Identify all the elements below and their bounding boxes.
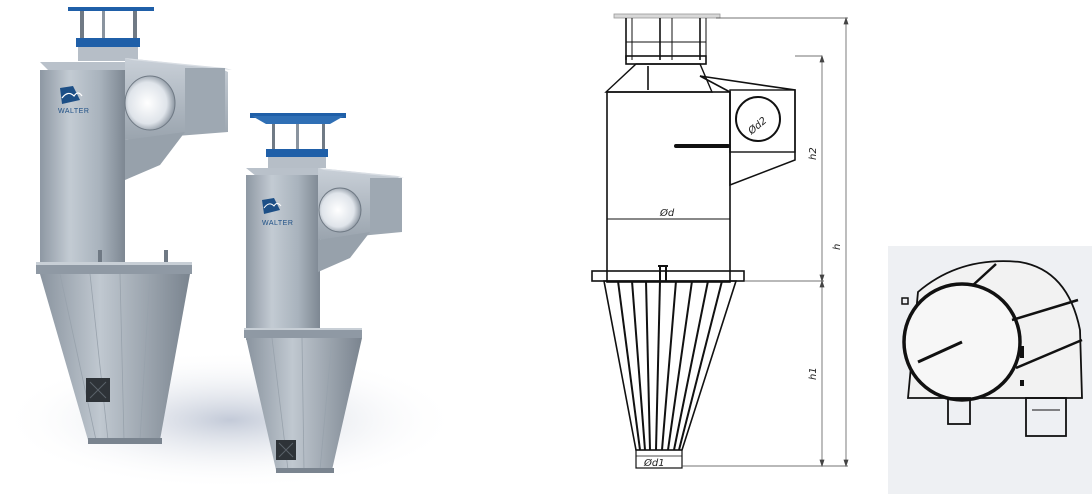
outlet-diameter-label: Ød1	[643, 457, 665, 469]
foot-right	[1025, 397, 1067, 437]
product-photo: WALTER	[0, 7, 460, 490]
cylinder-body	[606, 91, 731, 283]
flange	[591, 270, 745, 282]
cap-plate	[68, 7, 154, 11]
upper-height-label: h2	[808, 147, 819, 160]
walter-logo: WALTER	[262, 198, 293, 227]
top-flange	[76, 38, 140, 47]
inlet-opening	[318, 187, 362, 233]
cylinder-body	[246, 175, 320, 340]
cone-height-label: h1	[808, 367, 819, 380]
inlet-opening	[124, 75, 176, 131]
outlet	[635, 449, 683, 469]
small-cyclone: WALTER	[244, 113, 404, 473]
brand-text: WALTER	[58, 108, 89, 115]
top-view	[888, 246, 1092, 494]
brand-text: WALTER	[262, 220, 293, 227]
inlet-circle	[735, 96, 781, 142]
cap-plate	[250, 113, 346, 118]
technical-drawing: Ød2 Ød Ød1	[591, 13, 849, 469]
cylinder-body	[40, 70, 125, 270]
cone-flange	[244, 328, 362, 338]
foot-left	[947, 397, 971, 425]
walter-logo: WALTER	[58, 86, 89, 115]
inlet-diameter-label: Ød2	[745, 115, 769, 138]
large-cyclone: WALTER	[36, 7, 232, 444]
dimension-lines	[682, 16, 849, 468]
body-diameter-label: Ød	[659, 207, 675, 219]
top-flange	[266, 149, 328, 157]
cone	[246, 338, 362, 470]
cone	[40, 274, 190, 440]
cap	[613, 13, 721, 19]
inlet-duct	[699, 75, 796, 187]
total-height-label: h	[832, 244, 843, 250]
